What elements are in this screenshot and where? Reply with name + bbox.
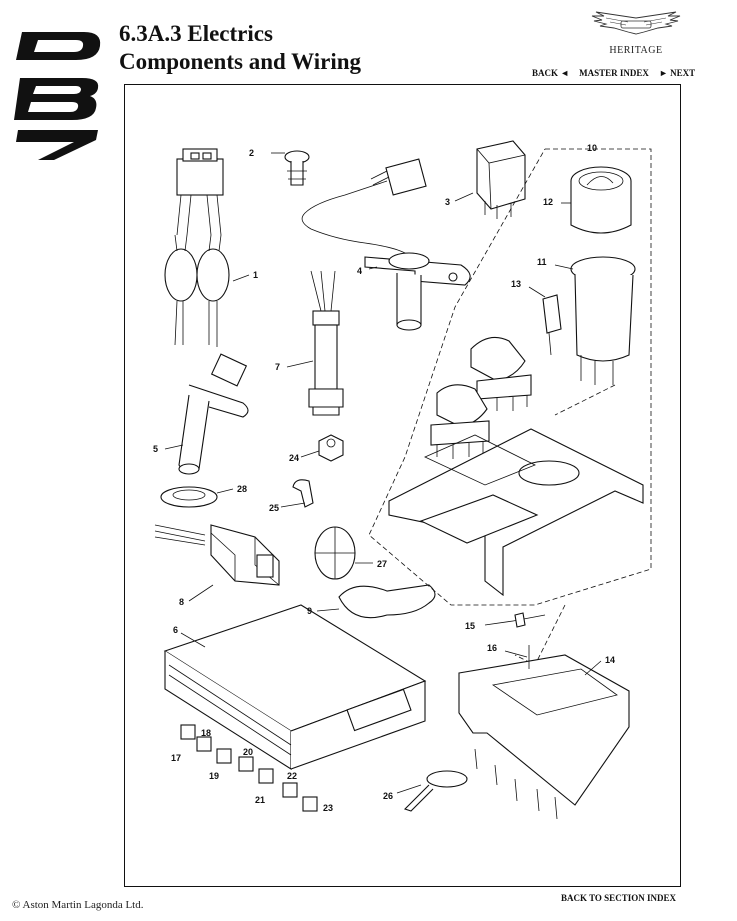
part-2-clip xyxy=(284,150,310,186)
part-7-pressure-sensor xyxy=(308,270,344,416)
callout-17: 17 xyxy=(171,753,181,763)
callout-10: 10 xyxy=(587,143,597,153)
callout-23: 23 xyxy=(323,803,333,813)
callout-11: 11 xyxy=(537,257,547,267)
next-link[interactable]: ► NEXT xyxy=(658,68,696,78)
callout-27: 27 xyxy=(377,559,387,569)
part-25-elbow xyxy=(292,479,314,508)
exploded-parts-diagram: 1 2 3 4 5 6 7 8 9 10 12 11 13 14 15 16 1… xyxy=(153,140,652,820)
callout-24: 24 xyxy=(289,453,299,463)
callout-21: 21 xyxy=(255,795,265,805)
callout-6: 6 xyxy=(173,625,178,635)
master-index-link[interactable]: MASTER INDEX xyxy=(579,68,649,78)
callout-1: 1 xyxy=(253,270,258,280)
brand-heritage-text: HERITAGE xyxy=(609,45,663,56)
part-12-socket-cap xyxy=(570,166,632,234)
callout-15: 15 xyxy=(465,621,475,631)
callout-13: 13 xyxy=(511,279,521,289)
callout-22: 22 xyxy=(287,771,297,781)
callout-18: 18 xyxy=(201,728,211,738)
callout-20: 20 xyxy=(243,747,253,757)
part-13-terminal xyxy=(542,294,562,356)
part-6-ecu xyxy=(163,604,427,771)
callout-8: 8 xyxy=(179,597,184,607)
page-title-line1: 6.3A.3 Electrics xyxy=(119,21,273,46)
center-console-panel xyxy=(388,428,644,597)
callout-28: 28 xyxy=(237,484,247,494)
part-17-23-labels xyxy=(180,724,318,812)
callout-2: 2 xyxy=(249,148,254,158)
part-26-cable-tie xyxy=(403,770,468,812)
part-1-harness-connector xyxy=(164,148,230,347)
callout-12: 12 xyxy=(543,197,553,207)
part-8-connector-housing xyxy=(154,524,280,586)
part-4-wire-connector xyxy=(301,158,427,254)
part-15-bolt xyxy=(512,612,546,628)
page-title-line2: Components and Wiring xyxy=(119,49,361,74)
part-28-grommet xyxy=(160,486,218,508)
callout-26: 26 xyxy=(383,791,393,801)
parts-diagram-frame: 1 2 3 4 5 6 7 8 9 10 12 11 13 14 15 16 1… xyxy=(124,84,681,887)
part-11-socket xyxy=(570,256,636,385)
part-4-sensor xyxy=(364,252,471,331)
callout-labels: 1 2 3 4 5 6 7 8 9 10 12 11 13 14 15 16 1… xyxy=(153,143,615,813)
callout-9: 9 xyxy=(307,606,312,616)
callout-4: 4 xyxy=(357,266,362,276)
aston-martin-wings-icon xyxy=(591,11,681,35)
db7-logo-icon xyxy=(14,32,101,160)
exploded-view-dashed-outline xyxy=(368,148,652,606)
callout-7: 7 xyxy=(275,362,280,372)
callout-14: 14 xyxy=(605,655,615,665)
part-5-actuator xyxy=(178,353,249,475)
callout-5: 5 xyxy=(153,444,158,454)
part-27-disc xyxy=(314,526,356,580)
callout-19: 19 xyxy=(209,771,219,781)
callout-3: 3 xyxy=(445,197,450,207)
switch-upper xyxy=(470,336,532,411)
callout-16: 16 xyxy=(487,643,497,653)
top-navigation: BACK ◄ MASTER INDEX ► NEXT xyxy=(532,68,695,78)
back-link[interactable]: BACK ◄ xyxy=(532,68,570,78)
part-14-bracket xyxy=(458,645,630,820)
copyright-text: © Aston Martin Lagonda Ltd. xyxy=(12,899,144,911)
callout-25: 25 xyxy=(269,503,279,513)
part-24-nut xyxy=(318,434,344,462)
back-to-section-index-link[interactable]: BACK TO SECTION INDEX xyxy=(561,893,676,903)
part-3-relay xyxy=(476,140,526,219)
part-9-boot xyxy=(338,584,436,619)
switch-lower xyxy=(430,384,490,459)
